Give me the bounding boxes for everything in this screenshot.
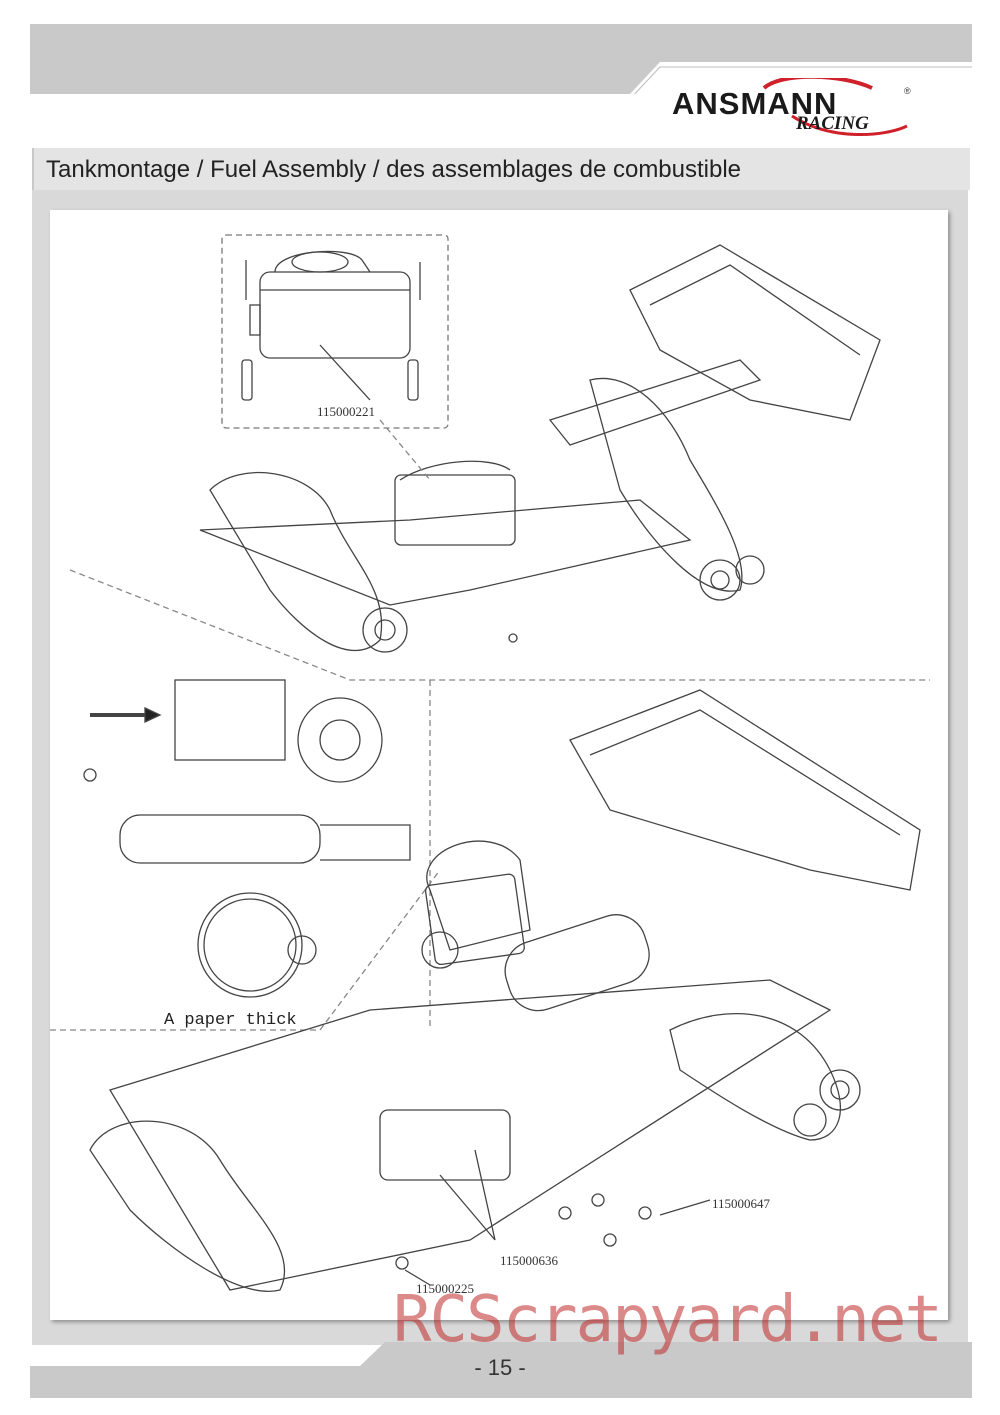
- chassis-lower-illustration: [89, 689, 921, 1292]
- engine-detail-illustration: [83, 679, 411, 864]
- footer-band: [30, 1342, 972, 1398]
- spur-gear-illustration: [197, 892, 317, 998]
- fuel-tank-illustration: [241, 250, 421, 401]
- diagram-sheet: 115000221 115000647 115000636 115000225 …: [50, 210, 948, 1320]
- part-number-screws-a: 115000647: [712, 1196, 771, 1211]
- tank-inset-box: [221, 234, 449, 429]
- header-band: [30, 24, 972, 94]
- screw-icons: [395, 633, 652, 1270]
- section-title: Tankmontage / Fuel Assembly / des assemb…: [46, 156, 742, 183]
- diagram-panel: 115000221 115000647 115000636 115000225 …: [32, 190, 968, 1345]
- ansmann-logo: ANSMANN RACING ®: [672, 78, 912, 140]
- logo-wordmark: ANSMANN: [672, 86, 838, 121]
- part-number-tank: 115000221: [317, 404, 375, 419]
- gear-mesh-note: A paper thick: [164, 1011, 297, 1030]
- section-title-bar: Tankmontage / Fuel Assembly / des assemb…: [32, 148, 970, 190]
- part-number-screw-b: 115000225: [416, 1281, 474, 1296]
- registered-mark: ®: [904, 86, 911, 96]
- logo-subtitle: RACING: [796, 113, 869, 134]
- watermark: RCScrapyard.net: [393, 1283, 943, 1357]
- chassis-upper-illustration: [199, 244, 881, 653]
- assembly-diagram: 115000221 115000647 115000636 115000225 …: [50, 234, 930, 1296]
- part-number-clip: 115000636: [500, 1253, 559, 1268]
- page-number: - 15 -: [474, 1355, 526, 1380]
